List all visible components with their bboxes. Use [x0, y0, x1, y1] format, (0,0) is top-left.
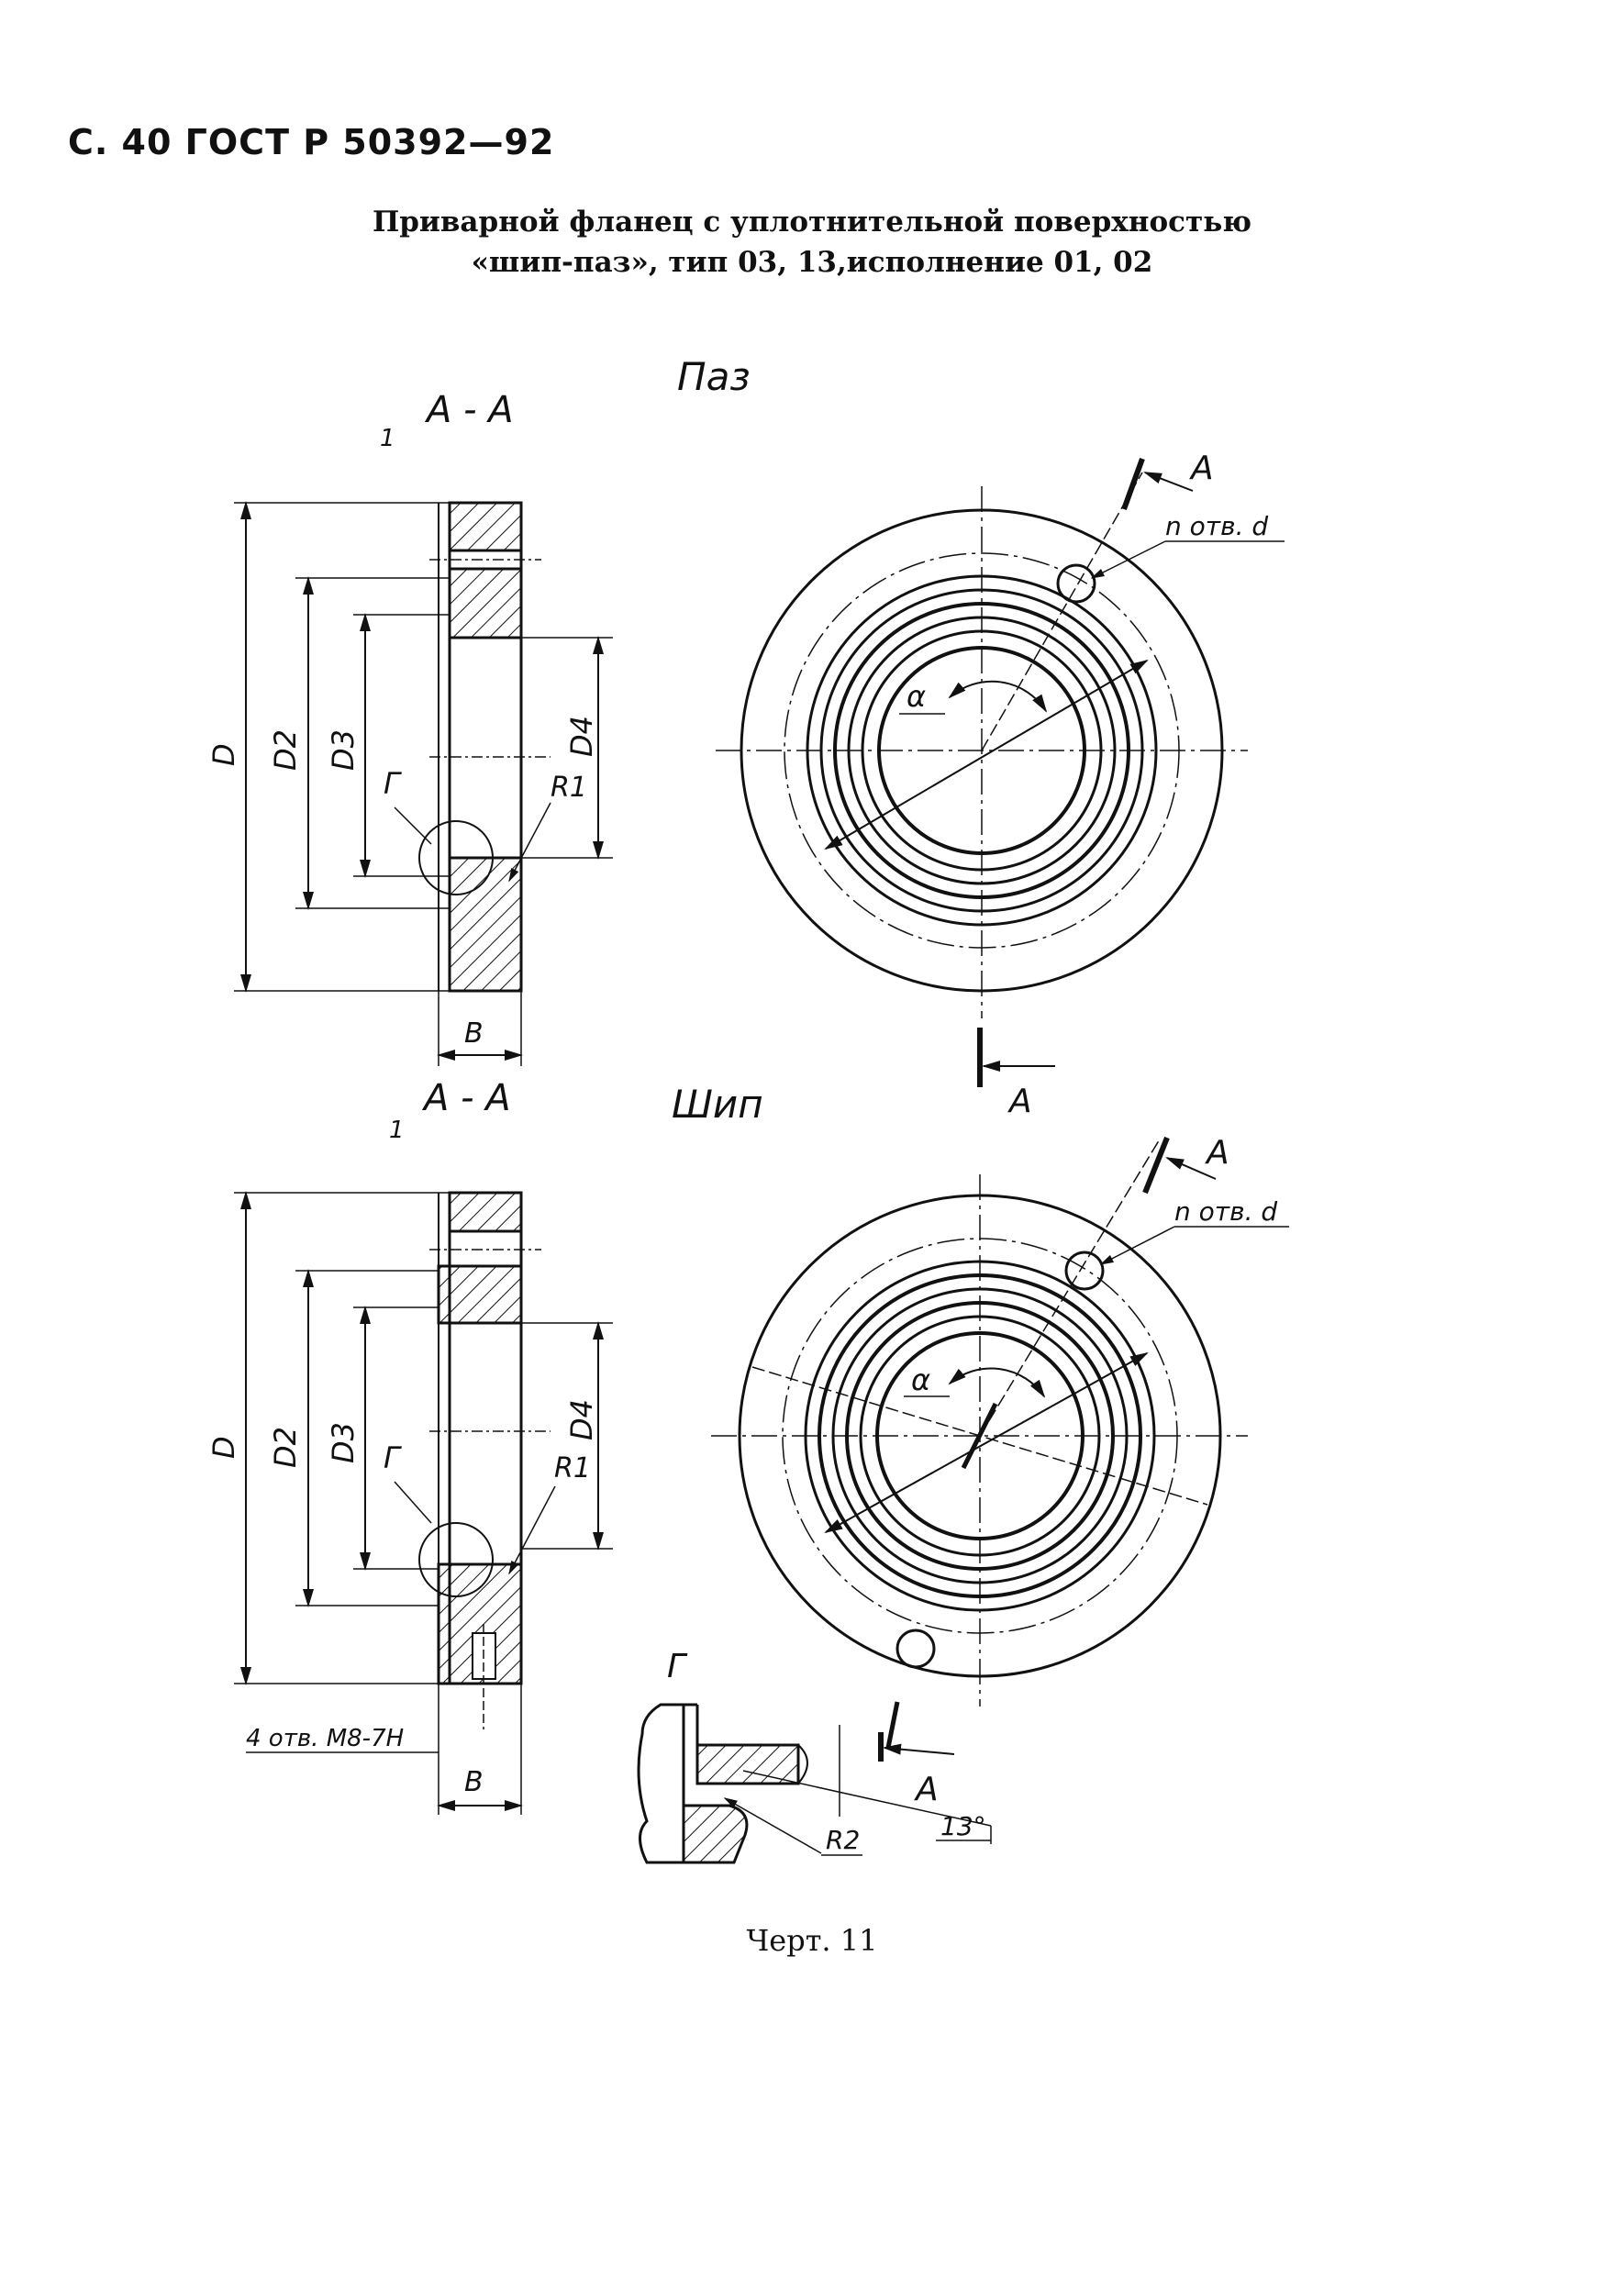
paz-view: Паз А - А 1 D D2 D3	[206, 354, 1285, 1120]
ship-view: Шип А - А 1 D D2 D3 D4	[206, 1077, 1289, 1815]
paz-thickness-label: 1	[380, 425, 395, 452]
ship-holes-label: n отв. d	[1174, 1196, 1277, 1227]
paz-dim-D2: D2	[268, 729, 303, 771]
ship-angle-alpha: α	[911, 1362, 930, 1397]
ship-dim-B: B	[464, 1766, 484, 1798]
ship-dim-R1: R1	[554, 1452, 591, 1484]
paz-detail-ref: Г	[384, 766, 402, 801]
paz-cut-mark-bottom: А	[1007, 1083, 1032, 1120]
detail-g-angle: 13°	[940, 1811, 986, 1841]
paz-holes-label: n отв. d	[1165, 511, 1268, 541]
paz-dim-B: B	[464, 1017, 484, 1050]
paz-dim-D3: D3	[326, 729, 361, 771]
detail-g-label: Г	[667, 1648, 688, 1685]
drawing-title-line2: «шип-паз», тип 03, 13,исполнение 01, 02	[471, 246, 1153, 279]
ship-front-view: α А n отв. d А	[711, 1134, 1289, 1808]
paz-dim-D4: D4	[564, 716, 599, 757]
ship-dim-D2: D2	[268, 1427, 303, 1468]
paz-cut-mark-top: А	[1189, 450, 1214, 487]
ship-cut-mark-top: А	[1205, 1134, 1229, 1172]
detail-g: Г 13° R2	[637, 1648, 992, 1864]
ship-thickness-label: 1	[389, 1117, 405, 1144]
ship-section-profile	[418, 1191, 551, 1729]
ship-view-title: Шип	[672, 1082, 763, 1127]
ship-detail-ref: Г	[384, 1440, 402, 1475]
ship-dim-D3: D3	[326, 1422, 361, 1463]
page-header: С. 40 ГОСТ Р 50392—92	[68, 122, 555, 162]
paz-dim-R1: R1	[551, 772, 587, 804]
paz-angle-alpha: α	[907, 679, 926, 714]
paz-section-label: А - А	[424, 389, 514, 431]
paz-dim-D: D	[206, 743, 241, 766]
paz-front-view: α А n отв. d А	[716, 450, 1285, 1120]
ship-dim-D: D	[206, 1436, 241, 1459]
ship-section-label: А - А	[421, 1077, 511, 1119]
paz-section-profile	[418, 501, 551, 993]
ship-cut-mark-bottom: А	[914, 1771, 939, 1808]
ship-threaded-holes: 4 отв. М8-7Н	[246, 1725, 404, 1752]
paz-view-title: Паз	[677, 354, 751, 399]
figure-caption: Черт. 11	[746, 1923, 878, 1958]
drawing-title-line1: Приварной фланец с уплотнительной поверх…	[372, 206, 1252, 239]
ship-dim-D4: D4	[564, 1399, 599, 1440]
detail-g-radius: R2	[826, 1825, 860, 1855]
